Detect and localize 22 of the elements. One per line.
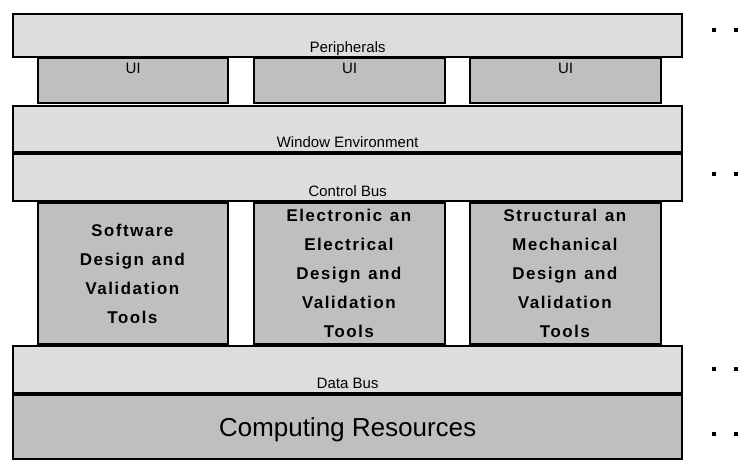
layer-label: Computing Resources bbox=[218, 414, 476, 440]
layer-label: UI bbox=[126, 61, 140, 76]
tool-box bbox=[253, 202, 446, 345]
module-box bbox=[37, 57, 229, 104]
module-box bbox=[469, 57, 662, 104]
module-box bbox=[253, 57, 446, 104]
resource-box bbox=[12, 394, 683, 460]
tool-box bbox=[469, 202, 662, 345]
layer-band bbox=[12, 13, 683, 58]
layer-label: UI bbox=[342, 61, 357, 76]
layer-label: Structural an Mechanical Design and Validation Tools bbox=[502, 205, 629, 343]
layer-band bbox=[12, 153, 683, 202]
layer-label: Software Design and Validation Tools bbox=[78, 220, 188, 328]
layer-label: Control Bus bbox=[308, 184, 387, 199]
layer-band bbox=[12, 345, 683, 394]
layer-band bbox=[12, 105, 683, 153]
tool-box bbox=[37, 202, 229, 345]
layer-label: UI bbox=[558, 61, 573, 76]
layer-label: Data Bus bbox=[316, 376, 378, 391]
layer-label: Window Environment bbox=[276, 135, 418, 150]
layer-label: Peripherals bbox=[310, 40, 386, 55]
layer-label: Electronic an Electrical Design and Validation Tools bbox=[285, 205, 414, 343]
